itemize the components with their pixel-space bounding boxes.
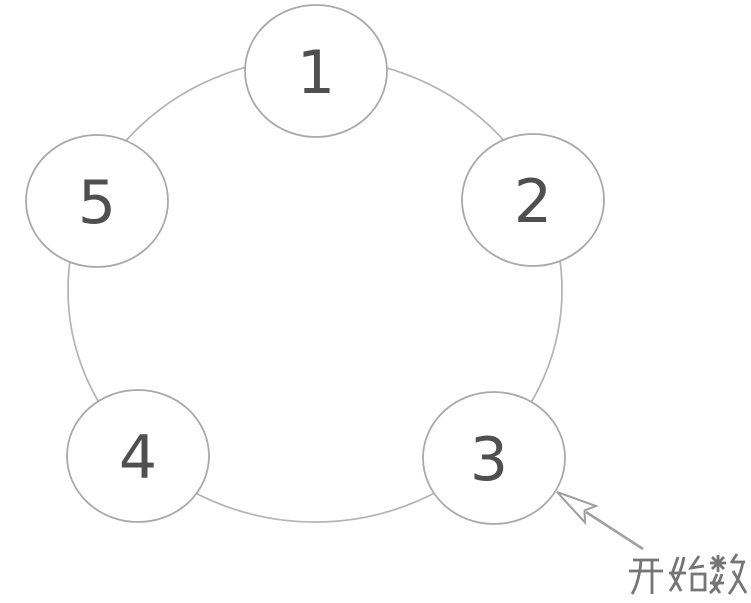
node-label: 1 bbox=[297, 38, 335, 108]
node-circle bbox=[25, 134, 169, 268]
node-label: 3 bbox=[470, 425, 508, 495]
arrowhead-icon bbox=[556, 491, 599, 526]
node-circle bbox=[66, 389, 210, 523]
node-1: 1 bbox=[244, 4, 388, 138]
node-label: 5 bbox=[78, 168, 116, 238]
glyph-kai bbox=[629, 558, 663, 595]
node-circle bbox=[422, 391, 566, 525]
node-5: 5 bbox=[25, 134, 169, 268]
annotation-label: 开始数 bbox=[625, 551, 751, 600]
glyph-shi bbox=[668, 555, 707, 592]
node-4: 4 bbox=[66, 389, 210, 523]
node-2: 2 bbox=[461, 133, 605, 267]
node-label: 2 bbox=[514, 167, 552, 237]
annotation-arrow bbox=[556, 491, 644, 551]
node-3: 3 bbox=[422, 391, 566, 525]
glyph-shu bbox=[709, 553, 748, 595]
annotation-text: 开始数 bbox=[625, 551, 751, 600]
node-label: 4 bbox=[119, 423, 157, 493]
node-circle bbox=[461, 133, 605, 267]
arrow-shaft bbox=[585, 510, 644, 551]
node-circle bbox=[244, 4, 388, 138]
